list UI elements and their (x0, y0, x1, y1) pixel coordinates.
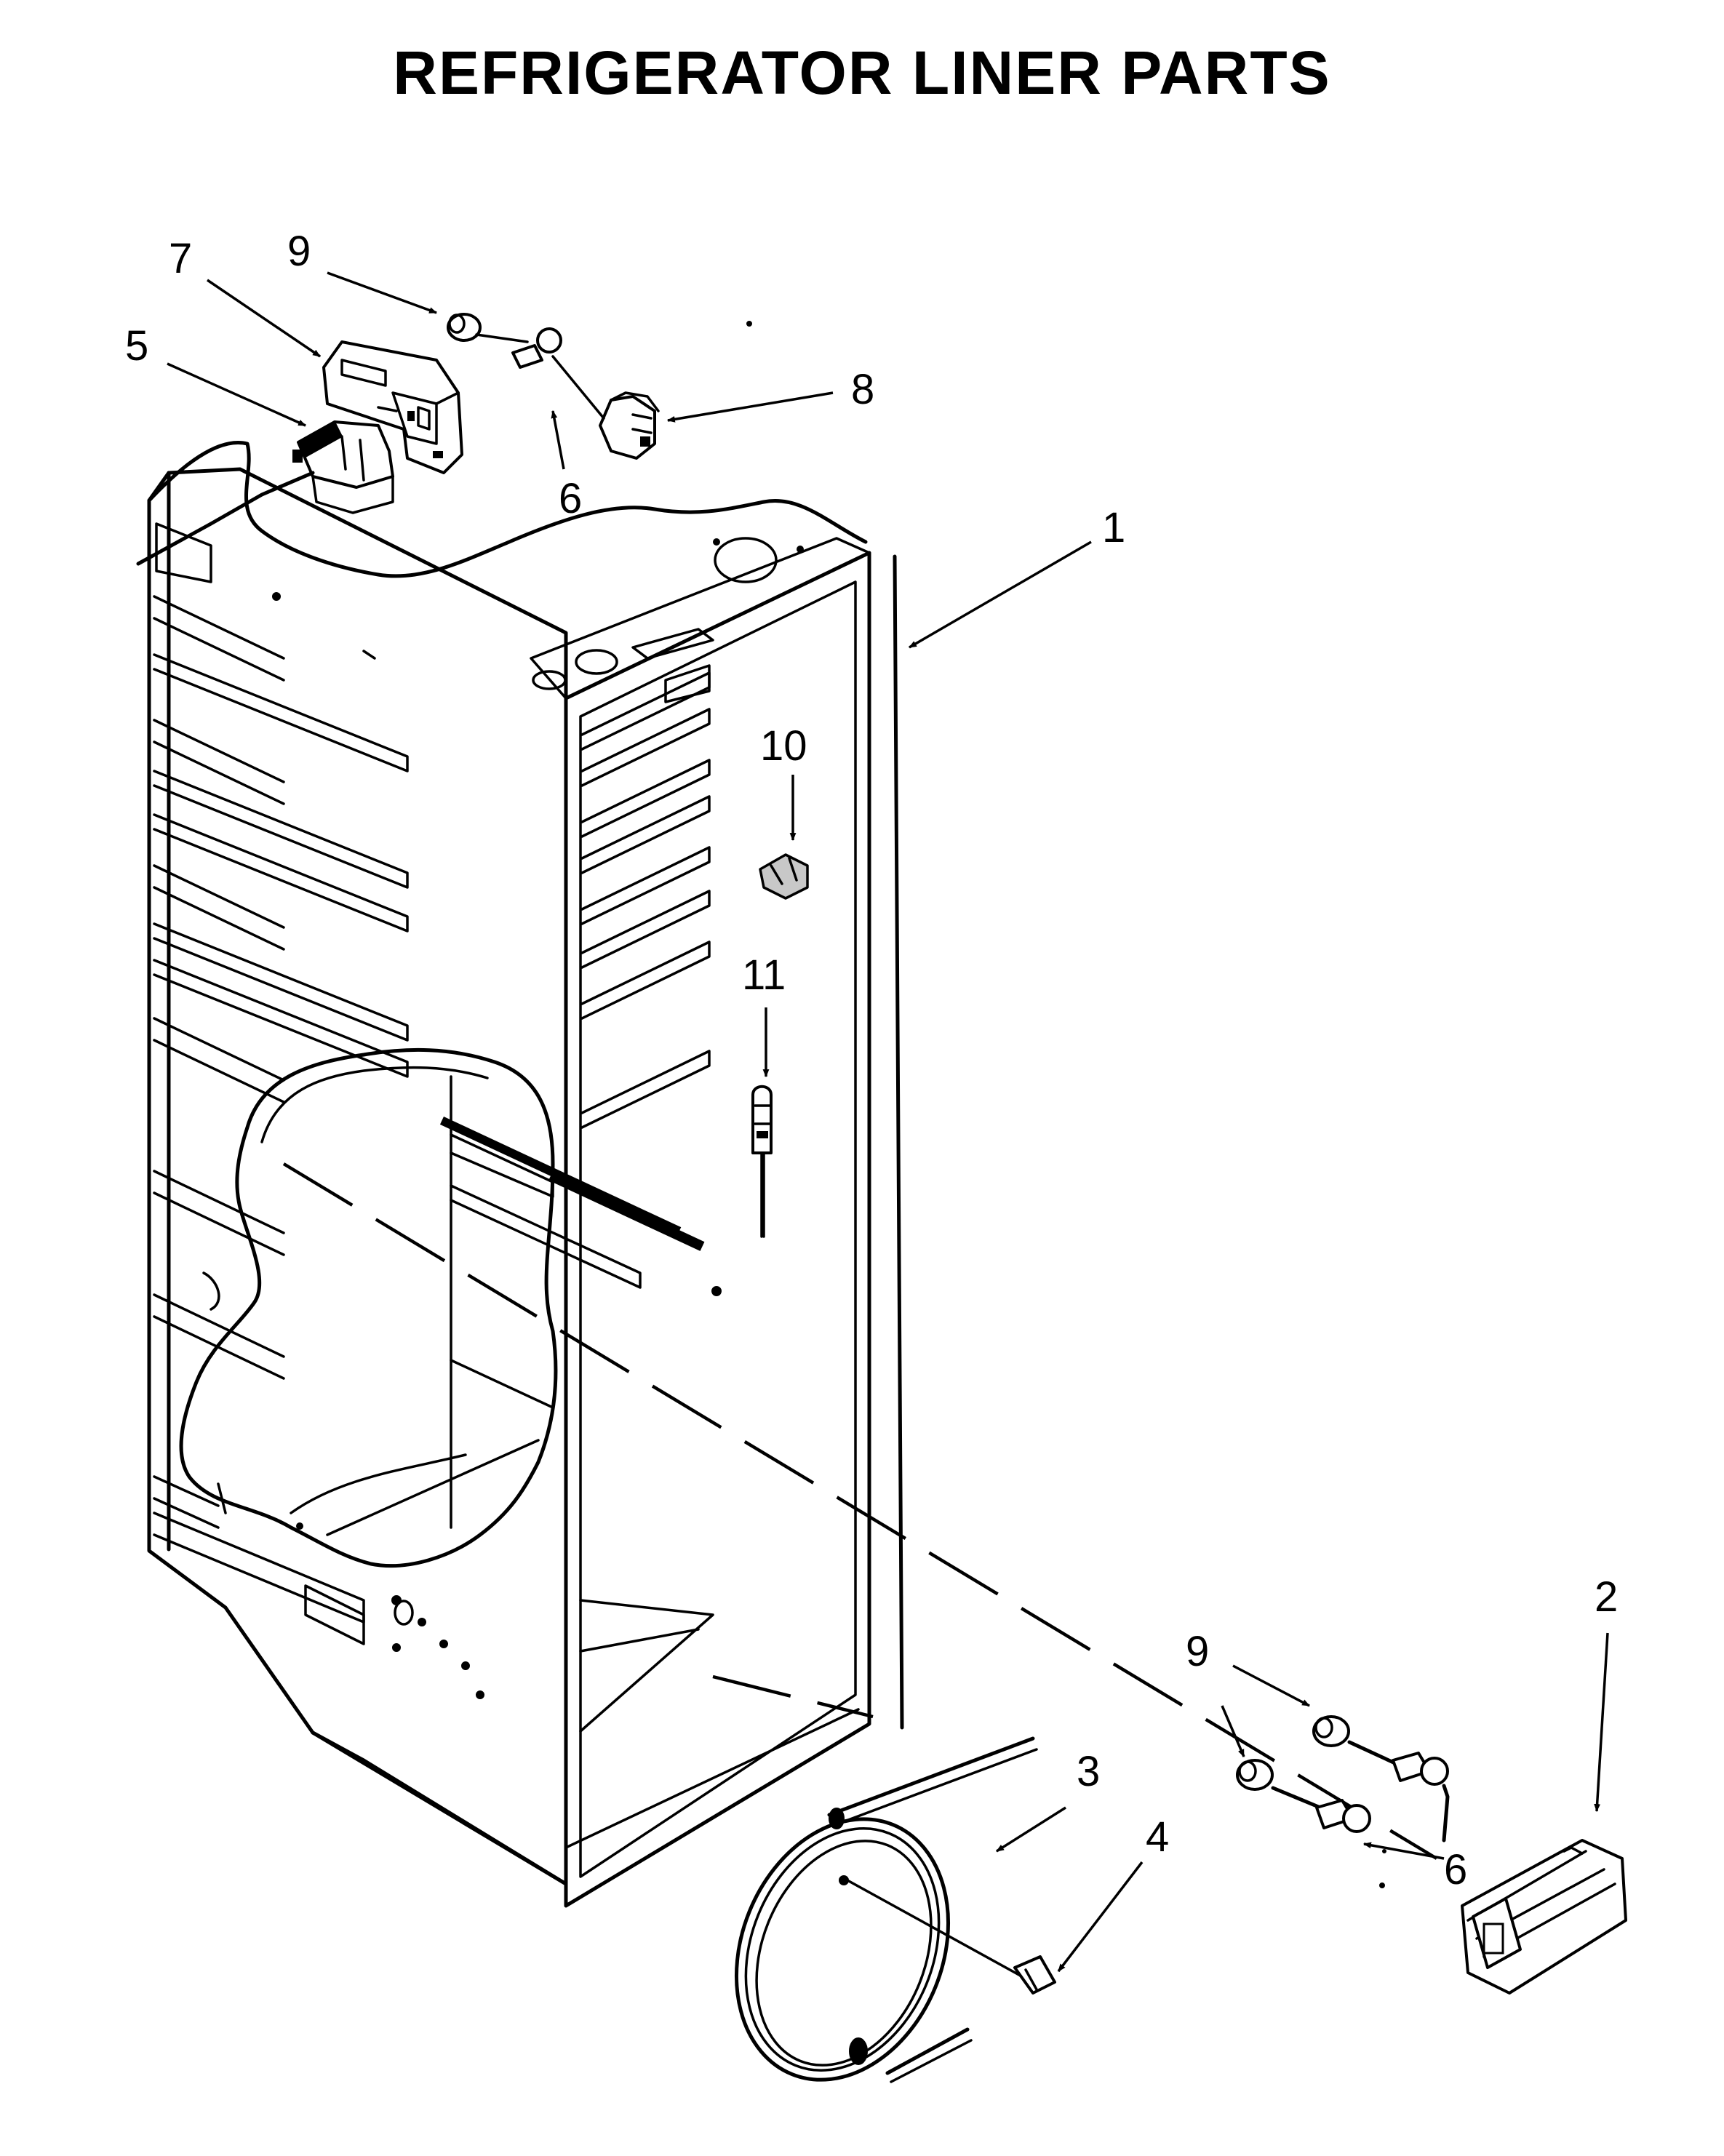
callout-11: 11 (742, 951, 786, 999)
callout-6-lower: 6 (1444, 1846, 1467, 1893)
callout-8: 8 (851, 366, 874, 413)
light-bulb (751, 1085, 773, 1238)
callout-9-upper: 9 (287, 228, 311, 275)
light-housing (1461, 1839, 1627, 1995)
pin-upper (511, 327, 605, 420)
callout-5: 5 (125, 322, 148, 370)
callout-10: 10 (760, 722, 807, 770)
callout-7: 7 (169, 235, 192, 282)
liner (147, 441, 904, 1908)
callout-4: 4 (1146, 1813, 1169, 1861)
callout-6-upper: 6 (559, 475, 582, 522)
cover-clip (599, 391, 660, 460)
pin-lower-b (1315, 1799, 1371, 1833)
grommet-lower-a (1312, 1715, 1399, 1766)
grommet-lower-b (1236, 1759, 1322, 1810)
small-clip (759, 853, 809, 900)
callout-1: 1 (1102, 504, 1125, 551)
screw (846, 1879, 1056, 1995)
assembly-line (712, 1674, 874, 1719)
assembly-line (282, 1162, 1438, 1860)
diagram-title: REFRIGERATOR LINER PARTS (393, 39, 1331, 107)
grommet-upper (447, 313, 529, 343)
callout-9-lower: 9 (1186, 1628, 1209, 1675)
callout-3: 3 (1077, 1748, 1100, 1795)
leader-lines (167, 271, 1609, 1973)
callout-2: 2 (1595, 1573, 1618, 1621)
water-tube-coil (734, 1736, 1038, 2083)
control-bracket (322, 340, 463, 474)
connector (136, 420, 394, 566)
pin-lower-a (1392, 1752, 1449, 1786)
